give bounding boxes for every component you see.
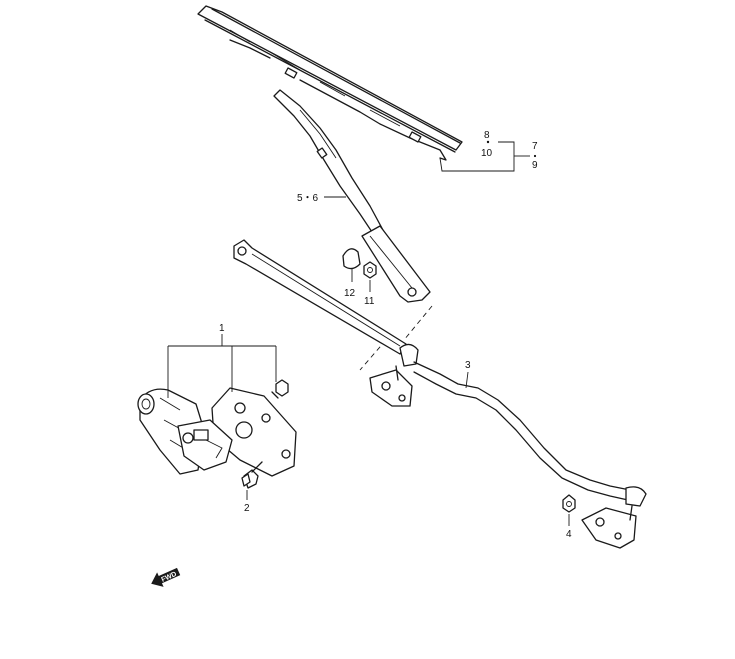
- callout-10: 10: [481, 148, 493, 159]
- alignment-dash-lines: [359, 305, 433, 371]
- callout-7: 7: [532, 141, 538, 152]
- bracket-bolt: [271, 379, 289, 399]
- callout-1: 1: [219, 323, 225, 334]
- callout-7-9-separator: [533, 154, 537, 158]
- callout-8: 8: [484, 130, 490, 141]
- wiper-blade: [197, 5, 463, 161]
- wiper-arm: [273, 89, 431, 303]
- arm-nut: [363, 261, 377, 292]
- callout-3: 3: [465, 360, 471, 371]
- rod-leader-line: [465, 371, 469, 389]
- motor-bolt: [241, 461, 263, 500]
- motor-callout-bracket: [167, 334, 277, 398]
- pivot-nut: [562, 494, 576, 526]
- wiper-motor-assembly: [137, 387, 297, 477]
- callout-4: 4: [566, 529, 572, 540]
- callout-2: 2: [244, 503, 250, 514]
- callout-5-6: 5・6: [297, 193, 319, 204]
- fwd-label: FWD: [160, 571, 177, 584]
- wiper-linkage-rod: [233, 239, 647, 549]
- callout-11: 11: [364, 296, 375, 307]
- callout-12: 12: [344, 288, 356, 299]
- fwd-arrow-icon: FWD: [151, 567, 181, 587]
- pivot-cap: [342, 248, 361, 282]
- blade-callout-bracket: [439, 140, 530, 172]
- callout-9: 9: [532, 160, 538, 171]
